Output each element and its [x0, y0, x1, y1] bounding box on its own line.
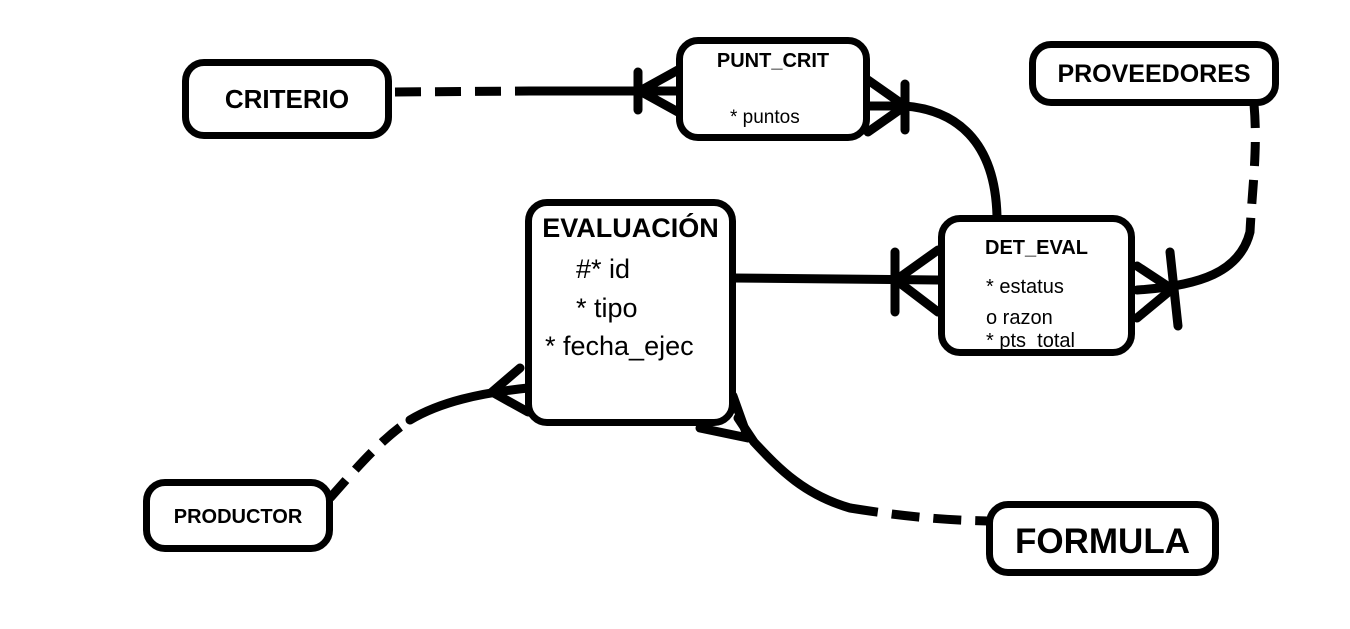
entity-title: PROVEEDORES	[1057, 60, 1251, 88]
attribute-puntos: * puntos	[730, 107, 800, 128]
relationship-criterio-punt-crit	[394, 65, 683, 117]
relationship-formula-evaluacion	[695, 391, 989, 526]
attribute-razon: o razon	[986, 307, 1053, 329]
entity-det-eval: DET_EVAL * estatus o razon * pts_total	[938, 215, 1135, 356]
entity-title: PUNT_CRIT	[716, 50, 830, 72]
entity-criterio: CRITERIO	[182, 59, 392, 139]
attribute-pts-total: * pts_total	[986, 330, 1075, 352]
attribute-id: #* id	[576, 254, 631, 284]
entity-evaluacion: EVALUACIÓN #* id * tipo * fecha_ejec	[525, 199, 736, 426]
entity-proveedores: PROVEEDORES	[1029, 41, 1279, 106]
attribute-fecha-ejec: * fecha_ejec	[545, 331, 694, 361]
entity-title: PRODUCTOR	[173, 506, 303, 528]
entity-title: EVALUACIÓN	[542, 213, 719, 243]
relationship-evaluacion-det-eval	[727, 245, 943, 317]
entity-punt-crit: PUNT_CRIT * puntos	[676, 37, 870, 141]
attribute-estatus: * estatus	[986, 276, 1064, 298]
relationship-productor-evaluacion	[326, 363, 533, 501]
attribute-tipo: * tipo	[576, 293, 638, 323]
relationship-proveedores-det-eval	[1132, 103, 1260, 331]
entity-productor: PRODUCTOR	[143, 479, 333, 552]
entity-title: CRITERIO	[224, 84, 350, 114]
entity-title: DET_EVAL	[985, 237, 1088, 259]
entity-formula: FORMULA	[986, 501, 1219, 576]
relationship-punt-crit-det-eval	[863, 75, 1002, 221]
entity-title: FORMULA	[1015, 522, 1190, 561]
